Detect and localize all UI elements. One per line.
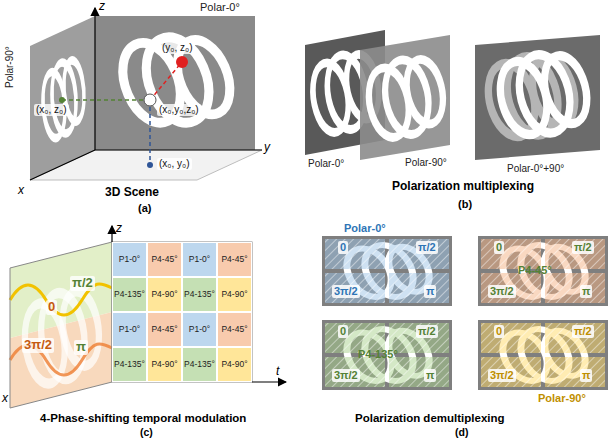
phase-label: π/2 (416, 241, 438, 254)
cell-label: P4-135° (114, 360, 145, 370)
panel-heading: Polar-0°+90° (507, 163, 564, 175)
panel-heading: P4-45° (518, 264, 552, 277)
label-text: 0 (46, 300, 57, 315)
cell-label: P1-0° (189, 255, 210, 265)
label-text: (x₀, y₀) (157, 158, 192, 170)
cell-label: P4-90° (221, 360, 247, 370)
grid-cell: P4-90° (217, 277, 252, 312)
phase-label: π (424, 369, 436, 382)
cell-label: P1-0° (119, 255, 140, 265)
panel-heading: Polar-0° (344, 222, 386, 235)
grid-cell: P4-45° (217, 242, 252, 277)
label-text: 3D Scene (105, 186, 159, 200)
grid-cell: P4-135° (182, 347, 217, 382)
cell-label: P4-135° (184, 290, 215, 300)
label-text: (d) (455, 426, 468, 438)
cell-label: P1-0° (119, 325, 140, 335)
cell-label: P4-90° (151, 290, 177, 300)
label-text: (b) (458, 198, 472, 211)
label-text: (y₀, z₀) (160, 42, 195, 54)
grid-cell: P4-45° (147, 312, 182, 347)
panel-heading: P4-135° (358, 348, 398, 361)
grid-cell: P4-90° (147, 347, 182, 382)
cell-label: P4-45° (151, 255, 177, 265)
cell-label: P4-135° (184, 360, 215, 370)
label-text: Polar-0° (200, 1, 240, 14)
grid-cell: P1-0° (182, 242, 217, 277)
label-text: z (99, 0, 105, 14)
cell-label: P4-45° (151, 325, 177, 335)
image-panel: Polar-0° (305, 30, 385, 155)
image-panel: Polar-0°+90° (475, 35, 600, 160)
label-text: z (116, 222, 122, 236)
image-panel: P4-45° 0 π/2 3π/2 π (478, 236, 608, 306)
cell-label: P4-135° (114, 290, 145, 300)
image-panel: Polar-0°0π/23π/2π (322, 236, 452, 306)
label-text: (c) (140, 426, 153, 438)
grid-cell: P4-135° (182, 277, 217, 312)
label-text: (x₀, z₀) (34, 104, 69, 116)
cell-label: P4-45° (221, 255, 247, 265)
grid-cell: P1-0° (112, 312, 147, 347)
image-panel: Polar-90°0π/23π/2π (478, 320, 608, 390)
label-text: Polarization multiplexing (392, 180, 534, 194)
phase-label: 3π/2 (488, 369, 516, 382)
label-text: (x₀,y₀,z₀) (157, 104, 201, 116)
label-text: x (2, 392, 8, 406)
label-text: (a) (138, 202, 151, 215)
grid-cell: P4-90° (217, 347, 252, 382)
phase-label: 0 (338, 325, 348, 338)
phase-label: π (424, 285, 436, 298)
grid-cell: P4-135° (112, 347, 147, 382)
label-text: Polar-90° (4, 46, 16, 88)
label-text: 3π/2 (22, 338, 54, 353)
cell-label: P4-45° (221, 325, 247, 335)
grid-cell: P4-135° (112, 277, 147, 312)
label-text: 4-Phase-shifting temporal modulation (40, 412, 246, 425)
image-panel: Polar-90° (360, 35, 450, 160)
phase-label: π (580, 369, 592, 382)
label-text: y (264, 141, 270, 155)
phase-label: π (580, 285, 592, 298)
grid-cell: P4-45° (217, 312, 252, 347)
phase-label: π/2 (416, 325, 438, 338)
grid-cell: P1-0° (182, 312, 217, 347)
phase-label: π/2 (572, 241, 594, 254)
label-text: x (18, 184, 24, 198)
grid-cell: P1-0° (112, 242, 147, 277)
label-text: Polarization demultiplexing (355, 412, 505, 425)
label-text: π (74, 340, 88, 355)
panel-heading: Polar-0° (308, 158, 344, 170)
phase-label: 3π/2 (332, 369, 360, 382)
panel-heading: Polar-90° (538, 392, 586, 405)
grid-cell: P4-90° (147, 277, 182, 312)
phase-label: π/2 (572, 325, 594, 338)
cell-label: P1-0° (189, 325, 210, 335)
label-text: t (276, 365, 279, 379)
cell-label: P4-90° (151, 360, 177, 370)
image-panel: P4-135° 0 π/2 3π/2 π (322, 320, 452, 390)
phase-label: 3π/2 (332, 285, 360, 298)
grid-cell: P4-45° (147, 242, 182, 277)
panel-heading: Polar-90° (405, 157, 447, 169)
phase-label: 3π/2 (488, 285, 516, 298)
phase-label: 0 (494, 325, 504, 338)
cell-label: P4-90° (221, 290, 247, 300)
phase-label: 0 (338, 241, 348, 254)
phase-label: 0 (494, 241, 504, 254)
label-text: π/2 (70, 276, 95, 291)
